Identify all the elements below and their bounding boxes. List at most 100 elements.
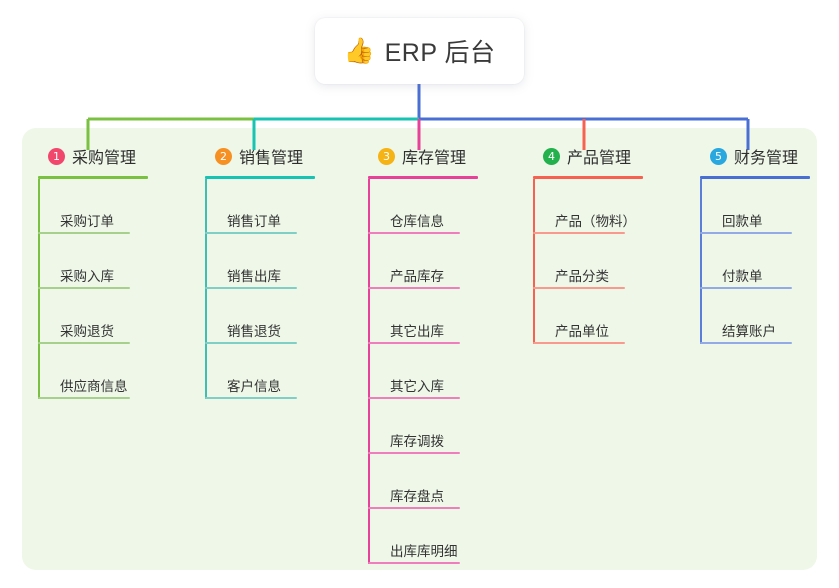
leaf-item-label: 采购退货 bbox=[60, 323, 114, 339]
leaf-item[interactable]: 出库库明细 bbox=[368, 509, 528, 564]
leaf-item[interactable]: 产品库存 bbox=[368, 234, 528, 289]
leaf-item-label: 产品单位 bbox=[555, 323, 609, 339]
leaf-item-label: 库存盘点 bbox=[390, 488, 444, 504]
column-1: 1 采购管理采购订单采购入库采购退货供应商信息 bbox=[38, 143, 198, 399]
leaf-item[interactable]: 其它出库 bbox=[368, 289, 528, 344]
root-node-card[interactable]: 👍 ERP 后台 bbox=[315, 18, 524, 84]
leaf-item-underline bbox=[700, 287, 792, 289]
leaf-item[interactable]: 销售出库 bbox=[205, 234, 365, 289]
leaf-item-label: 供应商信息 bbox=[60, 378, 128, 394]
leaf-item-label: 销售出库 bbox=[227, 268, 281, 284]
leaf-item-label: 产品分类 bbox=[555, 268, 609, 284]
leaf-item-underline bbox=[533, 232, 625, 234]
column-badge-4: 4 bbox=[543, 147, 560, 165]
column-header-2[interactable]: 2 销售管理 bbox=[205, 143, 365, 169]
column-header-1[interactable]: 1 采购管理 bbox=[38, 143, 198, 169]
leaf-item-underline bbox=[205, 342, 297, 344]
leaf-item-label: 产品库存 bbox=[390, 268, 444, 284]
column-3: 3 库存管理仓库信息产品库存其它出库其它入库库存调拨库存盘点出库库明细 bbox=[368, 143, 528, 564]
column-header-5[interactable]: 5 财务管理 bbox=[700, 143, 839, 169]
leaf-item[interactable]: 采购入库 bbox=[38, 234, 198, 289]
column-badge-3: 3 bbox=[378, 147, 395, 165]
leaf-item[interactable]: 仓库信息 bbox=[368, 179, 528, 234]
column-title-1: 采购管理 bbox=[72, 150, 137, 167]
column-items-1: 采购订单采购入库采购退货供应商信息 bbox=[38, 179, 198, 399]
leaf-item[interactable]: 采购退货 bbox=[38, 289, 198, 344]
column-underline-4 bbox=[533, 176, 643, 179]
leaf-item[interactable]: 销售退货 bbox=[205, 289, 365, 344]
leaf-item[interactable]: 销售订单 bbox=[205, 179, 365, 234]
column-spine-1 bbox=[38, 179, 40, 399]
leaf-item-label: 采购订单 bbox=[60, 213, 114, 229]
column-items-3: 仓库信息产品库存其它出库其它入库库存调拨库存盘点出库库明细 bbox=[368, 179, 528, 564]
root-node-title: ERP 后台 bbox=[384, 39, 496, 67]
leaf-item-underline bbox=[368, 287, 460, 289]
leaf-item-label: 采购入库 bbox=[60, 268, 114, 284]
leaf-item-underline bbox=[368, 342, 460, 344]
column-2: 2 销售管理销售订单销售出库销售退货客户信息 bbox=[205, 143, 365, 399]
column-header-3[interactable]: 3 库存管理 bbox=[368, 143, 528, 169]
leaf-item-underline bbox=[368, 562, 460, 564]
leaf-item-underline bbox=[38, 232, 130, 234]
column-title-5: 财务管理 bbox=[734, 150, 799, 167]
leaf-item-label: 销售退货 bbox=[227, 323, 281, 339]
leaf-item[interactable]: 付款单 bbox=[700, 234, 839, 289]
column-badge-2: 2 bbox=[215, 147, 232, 165]
leaf-item-label: 其它入库 bbox=[390, 378, 444, 394]
leaf-item-label: 其它出库 bbox=[390, 323, 444, 339]
column-title-3: 库存管理 bbox=[402, 150, 467, 167]
leaf-item-underline bbox=[368, 507, 460, 509]
root-node-content: 👍 ERP 后台 bbox=[343, 33, 495, 69]
column-badge-5: 5 bbox=[710, 147, 727, 165]
leaf-item[interactable]: 产品单位 bbox=[533, 289, 693, 344]
leaf-item[interactable]: 供应商信息 bbox=[38, 344, 198, 399]
leaf-item-label: 产品（物料） bbox=[555, 213, 636, 229]
column-header-4[interactable]: 4 产品管理 bbox=[533, 143, 693, 169]
column-4: 4 产品管理产品（物料） 产品分类产品单位 bbox=[533, 143, 693, 344]
leaf-item-label: 仓库信息 bbox=[390, 213, 444, 229]
leaf-item-underline bbox=[205, 287, 297, 289]
column-badge-1: 1 bbox=[48, 147, 65, 165]
column-spine-5 bbox=[700, 179, 702, 344]
leaf-item-underline bbox=[368, 397, 460, 399]
leaf-item-underline bbox=[38, 397, 130, 399]
leaf-item-underline bbox=[533, 287, 625, 289]
leaf-item-label: 出库库明细 bbox=[390, 543, 458, 559]
leaf-item[interactable]: 回款单 bbox=[700, 179, 839, 234]
leaf-item-underline bbox=[533, 342, 625, 344]
leaf-item-underline bbox=[700, 232, 792, 234]
leaf-item[interactable]: 结算账户 bbox=[700, 289, 839, 344]
leaf-item[interactable]: 产品（物料） bbox=[533, 179, 693, 234]
leaf-item-label: 库存调拨 bbox=[390, 433, 444, 449]
leaf-item-underline bbox=[368, 452, 460, 454]
column-5: 5 财务管理回款单付款单结算账户 bbox=[700, 143, 839, 344]
leaf-item-underline bbox=[38, 287, 130, 289]
column-items-5: 回款单付款单结算账户 bbox=[700, 179, 839, 344]
leaf-item-label: 结算账户 bbox=[722, 323, 776, 339]
column-items-2: 销售订单销售出库销售退货客户信息 bbox=[205, 179, 365, 399]
column-items-4: 产品（物料） 产品分类产品单位 bbox=[533, 179, 693, 344]
leaf-item[interactable]: 客户信息 bbox=[205, 344, 365, 399]
column-spine-2 bbox=[205, 179, 207, 399]
leaf-item-underline bbox=[205, 397, 297, 399]
leaf-item-underline bbox=[700, 342, 792, 344]
column-title-4: 产品管理 bbox=[567, 150, 632, 167]
leaf-item-label: 客户信息 bbox=[227, 378, 281, 394]
leaf-item[interactable]: 其它入库 bbox=[368, 344, 528, 399]
leaf-item[interactable]: 库存调拨 bbox=[368, 399, 528, 454]
column-underline-5 bbox=[700, 176, 810, 179]
leaf-item[interactable]: 库存盘点 bbox=[368, 454, 528, 509]
column-underline-3 bbox=[368, 176, 478, 179]
leaf-item-label: 付款单 bbox=[722, 268, 763, 284]
leaf-item[interactable]: 产品分类 bbox=[533, 234, 693, 289]
leaf-item[interactable]: 采购订单 bbox=[38, 179, 198, 234]
leaf-item-underline bbox=[38, 342, 130, 344]
column-spine-4 bbox=[533, 179, 535, 344]
column-underline-2 bbox=[205, 176, 315, 179]
leaf-item-underline bbox=[368, 232, 460, 234]
column-spine-3 bbox=[368, 179, 370, 564]
thumbs-up-icon: 👍 bbox=[343, 36, 375, 65]
column-title-2: 销售管理 bbox=[239, 150, 304, 167]
leaf-item-label: 回款单 bbox=[722, 213, 763, 229]
